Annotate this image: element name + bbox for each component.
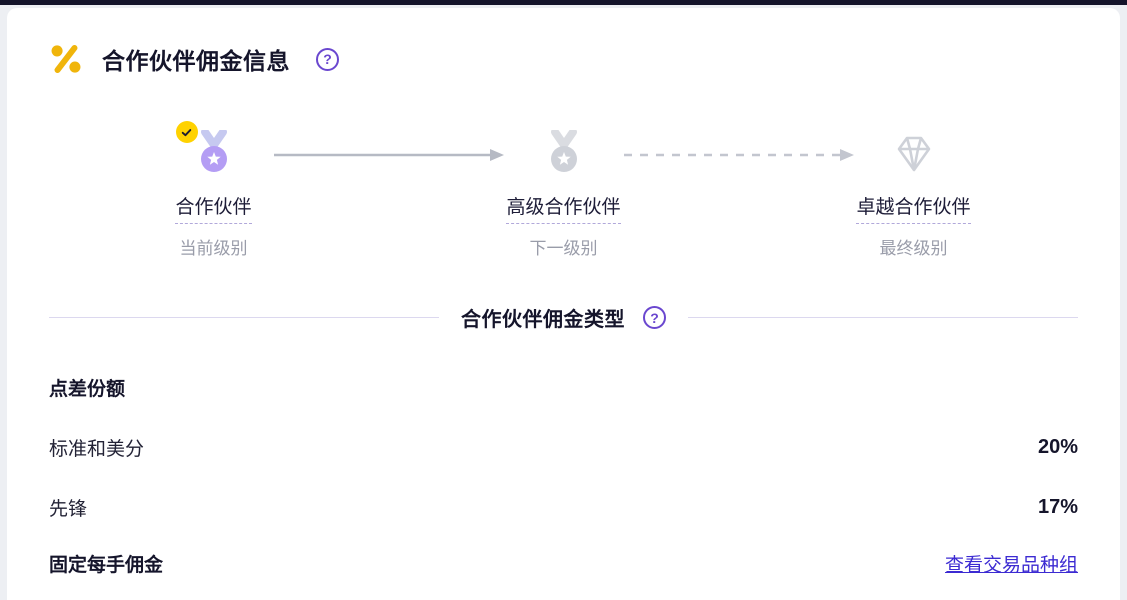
tier-final: 卓越合作伙伴 最终级别: [814, 130, 1014, 259]
help-icon[interactable]: ?: [316, 47, 339, 71]
tier-final-status: 最终级别: [879, 239, 948, 258]
row-label-standard-cent: 标准和美分: [49, 439, 145, 460]
row-value-standard-cent: 20%: [1037, 436, 1078, 458]
commission-type-title: 合作伙伴佣金类型: [461, 309, 625, 331]
commission-type-help-icon[interactable]: ?: [643, 306, 666, 329]
tier-current-icon-wrap: [175, 121, 238, 178]
tier-current: 合作伙伴 当前级别: [114, 121, 314, 259]
arrow-dashed: [623, 147, 854, 163]
fixed-commission-label: 固定每手佣金: [49, 555, 164, 576]
table-row: 标准和美分 20%: [49, 434, 1078, 461]
tier-next-icon-wrap: [540, 128, 588, 178]
tier-next: 高级合作伙伴 下一级别: [464, 128, 664, 259]
partner-commission-card: 合作伙伴佣金信息 ? 合作伙伴 当前级别: [7, 8, 1120, 600]
tier-final-icon-wrap: [890, 130, 938, 178]
commission-type-divider: 合作伙伴佣金类型 ?: [49, 303, 1078, 332]
diamond-icon: [897, 136, 930, 172]
spread-share-heading: 点差份额: [49, 379, 126, 400]
page-title: 合作伙伴佣金信息: [102, 48, 290, 74]
tier-current-status: 当前级别: [179, 239, 248, 258]
percent-icon: [51, 44, 81, 74]
tier-next-name[interactable]: 高级合作伙伴: [506, 192, 621, 224]
tier-next-status: 下一级别: [529, 239, 598, 258]
tier-current-name[interactable]: 合作伙伴: [175, 192, 252, 224]
card-header: 合作伙伴佣金信息 ?: [49, 42, 1078, 76]
tier-progression: 合作伙伴 当前级别 高级合作伙伴 下一级别: [49, 121, 1078, 259]
row-label-pro: 先锋: [49, 499, 88, 520]
medal-icon-active: [200, 128, 227, 172]
tier-final-name[interactable]: 卓越合作伙伴: [856, 192, 971, 224]
arrow-solid: [273, 147, 504, 163]
top-dark-bar: [0, 0, 1127, 5]
medal-icon-inactive: [550, 128, 577, 172]
check-badge-icon: [175, 121, 198, 143]
table-row: 固定每手佣金 查看交易品种组: [49, 550, 1078, 577]
row-value-pro: 17%: [1037, 496, 1078, 518]
view-instrument-groups-link[interactable]: 查看交易品种组: [944, 555, 1078, 576]
divider-line-left: [49, 317, 439, 318]
table-row: 先锋 17%: [49, 494, 1078, 521]
divider-line-right: [688, 317, 1078, 318]
